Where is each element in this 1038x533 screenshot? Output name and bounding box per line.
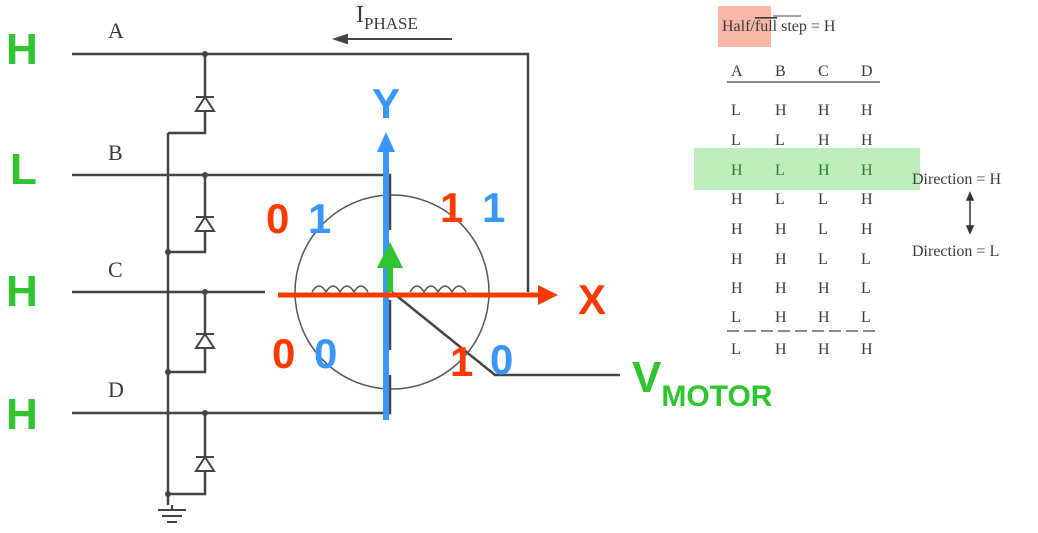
table-cell: L (731, 341, 741, 358)
input-state-labels: H L H H (6, 25, 38, 439)
axis-x-label: X (578, 276, 606, 323)
table-cell: H (861, 221, 873, 238)
circuit-wiring (72, 51, 620, 505)
table-cell: H (731, 221, 743, 238)
half-highlight (718, 6, 771, 47)
table-cell: L (818, 221, 828, 238)
column-header: C (818, 63, 829, 80)
column-header: D (861, 63, 873, 80)
table-cell: H (775, 280, 787, 297)
table-cell: H (775, 102, 787, 119)
iphase-label: IPHASE (356, 2, 418, 33)
table-header: A B C D (731, 63, 873, 80)
table-cell: L (731, 102, 741, 119)
table-cell: L (775, 191, 785, 208)
table-cell: H (775, 251, 787, 268)
svg-text:1: 1 (440, 184, 463, 231)
table-cell: L (818, 191, 828, 208)
table-cell: H (731, 191, 743, 208)
svg-text:1: 1 (308, 195, 331, 242)
quadrant-labels: 0 1 1 1 0 0 1 0 (266, 184, 513, 385)
svg-text:L: L (10, 145, 37, 194)
table-cell: H (818, 102, 830, 119)
table-cell: H (775, 341, 787, 358)
table-cell: H (818, 280, 830, 297)
phase-label-d: D (108, 377, 124, 402)
double-arrow-icon (965, 191, 975, 235)
table-cell: H (861, 191, 873, 208)
svg-text:0: 0 (314, 330, 337, 377)
table-cell: H (861, 162, 873, 179)
y-axis-arrow (377, 132, 395, 420)
svg-text:H: H (6, 390, 38, 439)
svg-text:1: 1 (450, 338, 473, 385)
svg-text:0: 0 (272, 330, 295, 377)
table-cell: H (861, 341, 873, 358)
table-cell: L (818, 251, 828, 268)
table-cell: H (775, 221, 787, 238)
column-header: B (775, 63, 786, 80)
table-title: Half/full step = H (722, 18, 836, 35)
svg-text:0: 0 (490, 336, 513, 383)
phase-label-b: B (108, 140, 123, 165)
column-header: A (731, 63, 743, 80)
table-cell: H (861, 132, 873, 149)
vmotor-label: VMOTOR (632, 353, 773, 413)
current-arrow-icon (331, 33, 452, 45)
table-cell: H (775, 309, 787, 326)
green-vector-arrow (377, 242, 403, 292)
table-cell: H (731, 280, 743, 297)
phase-label-c: C (108, 257, 123, 282)
table-cell: L (861, 309, 871, 326)
table-cell: H (731, 162, 743, 179)
table-cell: L (731, 132, 741, 149)
svg-text:H: H (6, 267, 38, 316)
svg-text:0: 0 (266, 195, 289, 242)
diode-icons (194, 95, 216, 472)
table-cell: H (861, 102, 873, 119)
table-cell: H (731, 251, 743, 268)
table-cell: L (775, 132, 785, 149)
table-cell: L (861, 251, 871, 268)
direction-l-label: Direction = L (912, 243, 999, 260)
table-cell: L (731, 309, 741, 326)
table-cell: H (818, 132, 830, 149)
ground-icon (158, 505, 186, 523)
svg-text:H: H (6, 25, 38, 74)
direction-h-label: Direction = H (912, 171, 1001, 188)
table-cell: H (818, 309, 830, 326)
svg-text:1: 1 (482, 184, 505, 231)
table-cell: H (818, 162, 830, 179)
table-cell: H (818, 341, 830, 358)
row-highlight (694, 148, 920, 190)
x-axis-arrow (278, 285, 558, 305)
phase-label-a: A (108, 18, 124, 43)
table-cell: L (861, 280, 871, 297)
axis-y-label: Y (372, 80, 400, 127)
table-cell: L (775, 162, 785, 179)
